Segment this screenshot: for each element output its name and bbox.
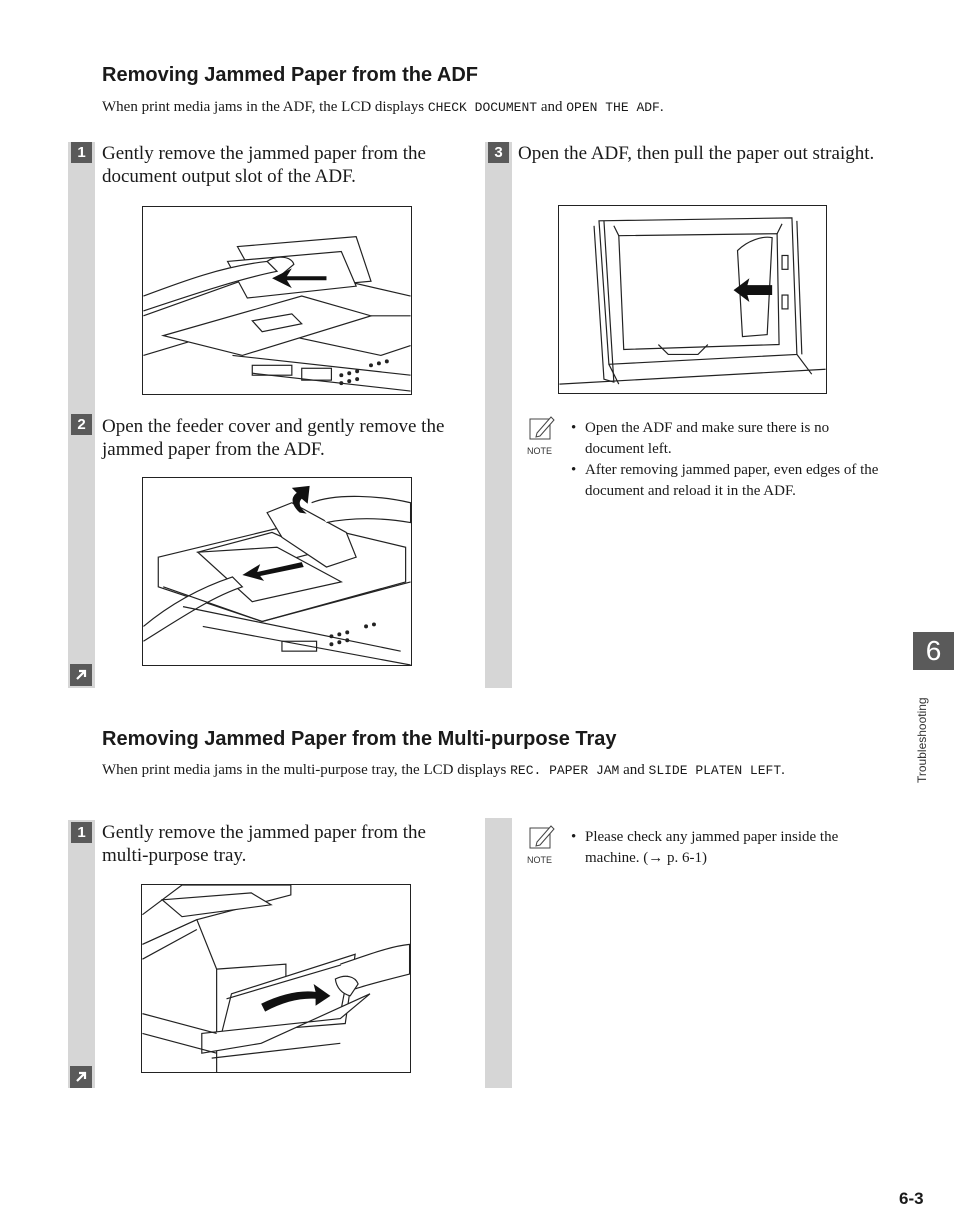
- lcd-message: SLIDE PLATEN LEFT: [648, 763, 782, 778]
- chapter-number: 6: [925, 635, 942, 666]
- illustration-open-adf: [558, 205, 827, 394]
- step-number: 2: [71, 414, 92, 435]
- step-bar-right: [485, 142, 512, 688]
- lcd-message: OPEN THE ADF: [566, 100, 660, 115]
- step-number: 1: [71, 822, 92, 843]
- illustration-feeder-cover: [142, 477, 412, 666]
- section-heading-adf: Removing Jammed Paper from the ADF: [102, 64, 479, 86]
- section-heading-multipurpose: Removing Jammed Paper from the Multi-pur…: [102, 728, 617, 750]
- note-icon-block: NOTE: [527, 822, 557, 865]
- intro-text: When print media jams in the multi-purpo…: [102, 762, 511, 778]
- step-bar-right: [485, 818, 512, 1088]
- illustration-adf-output-slot: [142, 206, 412, 395]
- chapter-title: Troubleshooting: [915, 697, 929, 783]
- note-text: Please check any jammed paper inside the…: [570, 827, 880, 869]
- step-bar-left: [68, 820, 95, 1088]
- illustration-multipurpose-tray: [141, 884, 411, 1073]
- note-label: NOTE: [527, 855, 553, 865]
- intro-text: and: [537, 99, 567, 115]
- lcd-message: REC. PAPER JAM: [510, 763, 620, 778]
- open-adf-drawing: [559, 217, 826, 385]
- intro-text: .: [659, 99, 664, 115]
- step-text: Gently remove the jammed paper from the …: [102, 143, 426, 187]
- multipurpose-tray-drawing: [142, 885, 410, 1072]
- page-number: 6-3: [899, 1189, 924, 1208]
- continue-arrow-icon: [70, 1066, 92, 1088]
- note-icon-block: NOTE: [527, 413, 557, 456]
- note-item: After removing jammed paper, even edges …: [570, 460, 880, 502]
- note-pencil-icon: [529, 825, 555, 849]
- note-item: Please check any jammed paper inside the…: [570, 827, 880, 869]
- note-label: NOTE: [527, 446, 553, 456]
- section-intro-adf: When print media jams in the ADF, the LC…: [102, 96, 882, 119]
- intro-text: and: [619, 762, 649, 778]
- intro-text: .: [781, 762, 785, 778]
- step-number: 1: [71, 142, 92, 163]
- step-text: Open the feeder cover and gently remove …: [102, 416, 445, 460]
- note-text: Open the ADF and make sure there is no d…: [570, 418, 880, 502]
- note-item: Open the ADF and make sure there is no d…: [570, 418, 880, 460]
- adf-output-slot-drawing: [143, 236, 411, 392]
- feeder-cover-drawing: [143, 485, 411, 665]
- chapter-tab: 6: [913, 632, 954, 670]
- step-text: Open the ADF, then pull the paper out st…: [518, 143, 875, 164]
- step-text: Gently remove the jammed paper from the …: [102, 822, 426, 866]
- note-pencil-icon: [529, 416, 555, 440]
- step-number: 3: [488, 142, 509, 163]
- continue-arrow-icon: [70, 664, 92, 686]
- intro-text: When print media jams in the ADF, the LC…: [102, 99, 428, 115]
- section-intro-multipurpose: When print media jams in the multi-purpo…: [102, 759, 882, 782]
- lcd-message: CHECK DOCUMENT: [427, 100, 538, 115]
